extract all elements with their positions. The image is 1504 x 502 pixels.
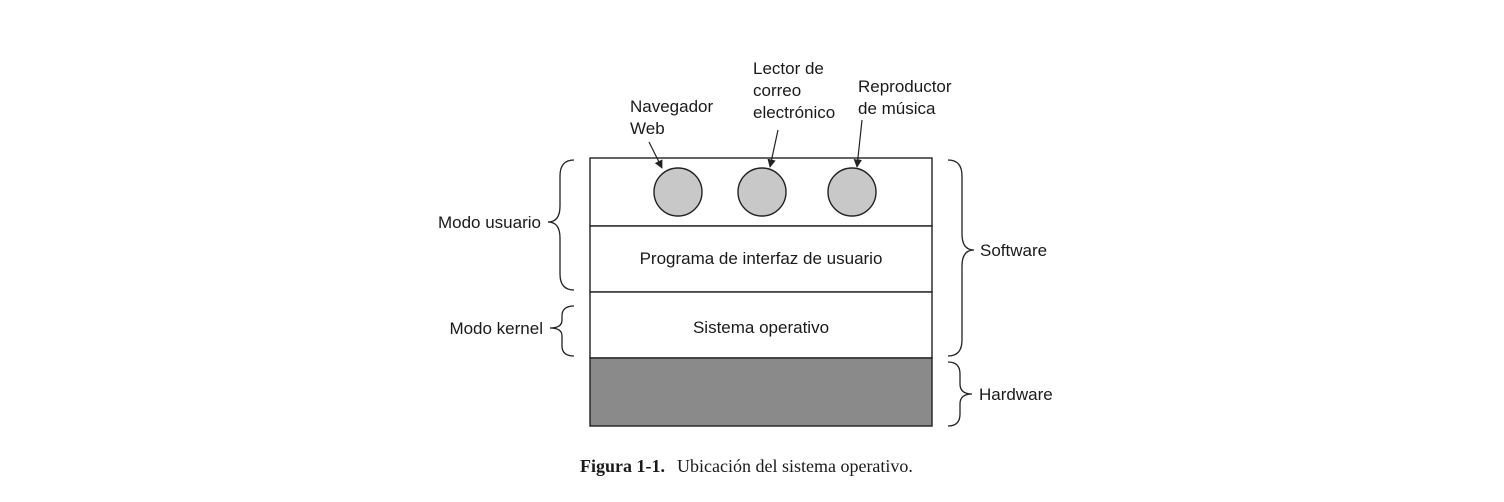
figure-title: Ubicación del sistema operativo. [677, 456, 913, 476]
software-brace [947, 159, 975, 357]
hardware-brace [947, 361, 973, 427]
email-arrow [767, 129, 779, 168]
os-text: Sistema operativo [693, 318, 829, 337]
music-app-circle [827, 167, 877, 217]
figure-number: Figura 1-1. [580, 456, 665, 476]
kernel-mode-label: Modo kernel [449, 319, 543, 338]
browser-arrow [648, 141, 663, 169]
email-label: Lector de correo electrónico [753, 59, 835, 122]
user-mode-brace [547, 159, 575, 291]
ui-program-text: Programa de interfaz de usuario [640, 249, 883, 268]
browser-label: Navegador Web [630, 97, 718, 138]
hardware-layer [589, 357, 933, 427]
music-label: Reproductor de música [858, 77, 956, 118]
user-mode-label: Modo usuario [438, 213, 541, 232]
software-label: Software [980, 241, 1047, 260]
hardware-label: Hardware [979, 385, 1053, 404]
music-arrow [853, 119, 863, 168]
ui-program-layer [589, 225, 933, 293]
browser-app-circle [653, 167, 703, 217]
kernel-mode-brace [549, 305, 575, 357]
figure-caption: Figura 1-1. Ubicación del sistema operat… [580, 456, 913, 476]
email-app-circle [737, 167, 787, 217]
os-layer [589, 291, 933, 359]
